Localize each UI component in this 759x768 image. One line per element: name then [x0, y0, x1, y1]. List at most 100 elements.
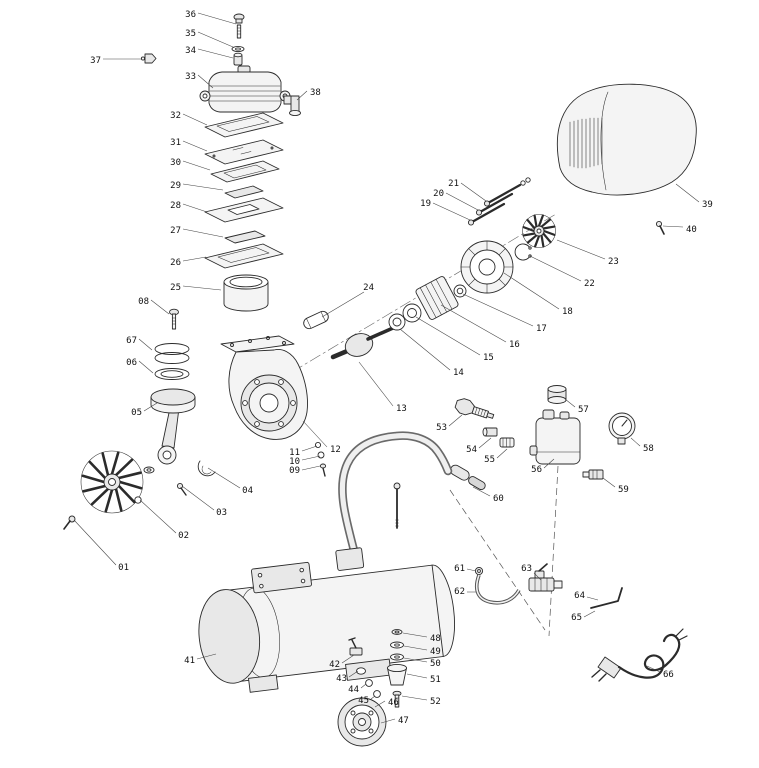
leader-line-44	[360, 683, 367, 689]
part-number-08: 08	[138, 297, 149, 307]
crankcase-12	[220, 335, 308, 440]
leader-line-02	[139, 499, 177, 534]
leader-line-04	[207, 467, 241, 489]
part-number-65: 65	[571, 613, 582, 623]
part-number-48: 48	[430, 634, 441, 644]
leader-line-19	[432, 202, 471, 221]
part-number-67: 67	[126, 336, 137, 346]
leader-line-27	[182, 228, 224, 238]
part-number-35: 35	[185, 29, 196, 39]
leader-line-45	[370, 695, 376, 700]
dashed-reference-line	[449, 489, 546, 631]
part-number-51: 51	[430, 675, 441, 685]
part-number-44: 44	[348, 685, 359, 695]
part-number-66: 66	[663, 670, 674, 680]
valve-plate-28	[204, 197, 284, 223]
part-number-32: 32	[170, 111, 181, 121]
valve-plate-31	[204, 139, 284, 165]
valve-plate-30	[210, 160, 280, 183]
part-number-53: 53	[436, 423, 447, 433]
part-number-60: 60	[493, 494, 504, 504]
bearing-14	[388, 313, 406, 331]
leader-line-31	[182, 140, 208, 152]
part-number-12: 12	[330, 445, 341, 455]
part-number-47: 47	[398, 716, 409, 726]
leader-line-10	[301, 455, 321, 461]
leader-line-33	[197, 74, 214, 89]
part-number-33: 33	[185, 72, 196, 82]
elbow-fitting-38	[283, 95, 301, 117]
leader-line-49	[403, 645, 428, 651]
leader-line-34	[197, 48, 234, 59]
shroud-screw-40	[655, 220, 665, 235]
part-number-36: 36	[185, 10, 196, 20]
leader-line-60	[472, 486, 491, 497]
leader-line-58	[630, 437, 641, 447]
part-number-31: 31	[170, 138, 181, 148]
leader-line-57	[564, 398, 576, 408]
part-number-01: 01	[118, 563, 129, 573]
leader-line-67	[138, 338, 153, 351]
cylinder-gasket-26	[204, 243, 284, 269]
washer-45	[373, 690, 381, 698]
part-number-09: 09	[289, 466, 300, 476]
part-number-04: 04	[242, 486, 253, 496]
leader-line-23	[556, 239, 606, 260]
leader-line-13	[358, 361, 394, 407]
leader-line-53	[448, 414, 463, 427]
part-number-45: 45	[358, 696, 369, 706]
part-number-05: 05	[131, 408, 142, 418]
part-number-13: 13	[396, 404, 407, 414]
part-number-39: 39	[702, 200, 713, 210]
circlip-22	[514, 243, 532, 261]
part-number-37: 37	[90, 56, 101, 66]
part-number-55: 55	[484, 455, 495, 465]
piston-conrod-05	[150, 388, 196, 465]
leader-line-16	[440, 304, 507, 343]
part-number-43: 43	[336, 674, 347, 684]
part-number-25: 25	[170, 283, 181, 293]
leader-line-01	[73, 519, 117, 566]
spacer-43	[356, 667, 366, 675]
part-number-52: 52	[430, 697, 441, 707]
pressure-switch-56	[529, 409, 581, 465]
piston-rings-67	[154, 343, 190, 364]
leader-line-56	[543, 458, 555, 469]
part-number-29: 29	[170, 181, 181, 191]
part-number-22: 22	[584, 279, 595, 289]
leader-line-20	[445, 192, 479, 211]
leader-line-30	[182, 160, 211, 171]
leader-line-65	[583, 610, 596, 618]
leader-line-50	[403, 657, 428, 663]
part-number-30: 30	[170, 158, 181, 168]
part-number-62: 62	[454, 587, 465, 597]
wheel-47	[337, 697, 387, 747]
part-number-23: 23	[608, 257, 619, 267]
part-number-24: 24	[363, 283, 374, 293]
leader-line-18	[503, 272, 560, 310]
fitting-34	[233, 52, 243, 66]
part-number-26: 26	[170, 258, 181, 268]
part-number-40: 40	[686, 225, 697, 235]
fitting-55	[499, 437, 515, 448]
leader-line-03	[181, 485, 215, 511]
leader-line-08	[150, 299, 170, 315]
part-number-49: 49	[430, 647, 441, 657]
washer-02	[134, 496, 142, 504]
leader-line-15	[415, 316, 481, 356]
leader-line-21	[460, 182, 487, 202]
leader-line-41	[196, 653, 217, 660]
part-number-20: 20	[433, 189, 444, 199]
part-number-46: 46	[388, 698, 399, 708]
part-number-03: 03	[216, 508, 227, 518]
part-number-11: 11	[289, 448, 300, 458]
leader-line-61	[466, 568, 477, 572]
leader-line-22	[529, 255, 582, 282]
part-number-58: 58	[643, 444, 654, 454]
leader-line-47	[380, 718, 396, 724]
reed-valve-29	[224, 185, 264, 199]
part-number-57: 57	[578, 405, 589, 415]
leader-line-06	[138, 360, 154, 374]
rod-cap-04	[197, 460, 216, 477]
part-number-41: 41	[184, 656, 195, 666]
